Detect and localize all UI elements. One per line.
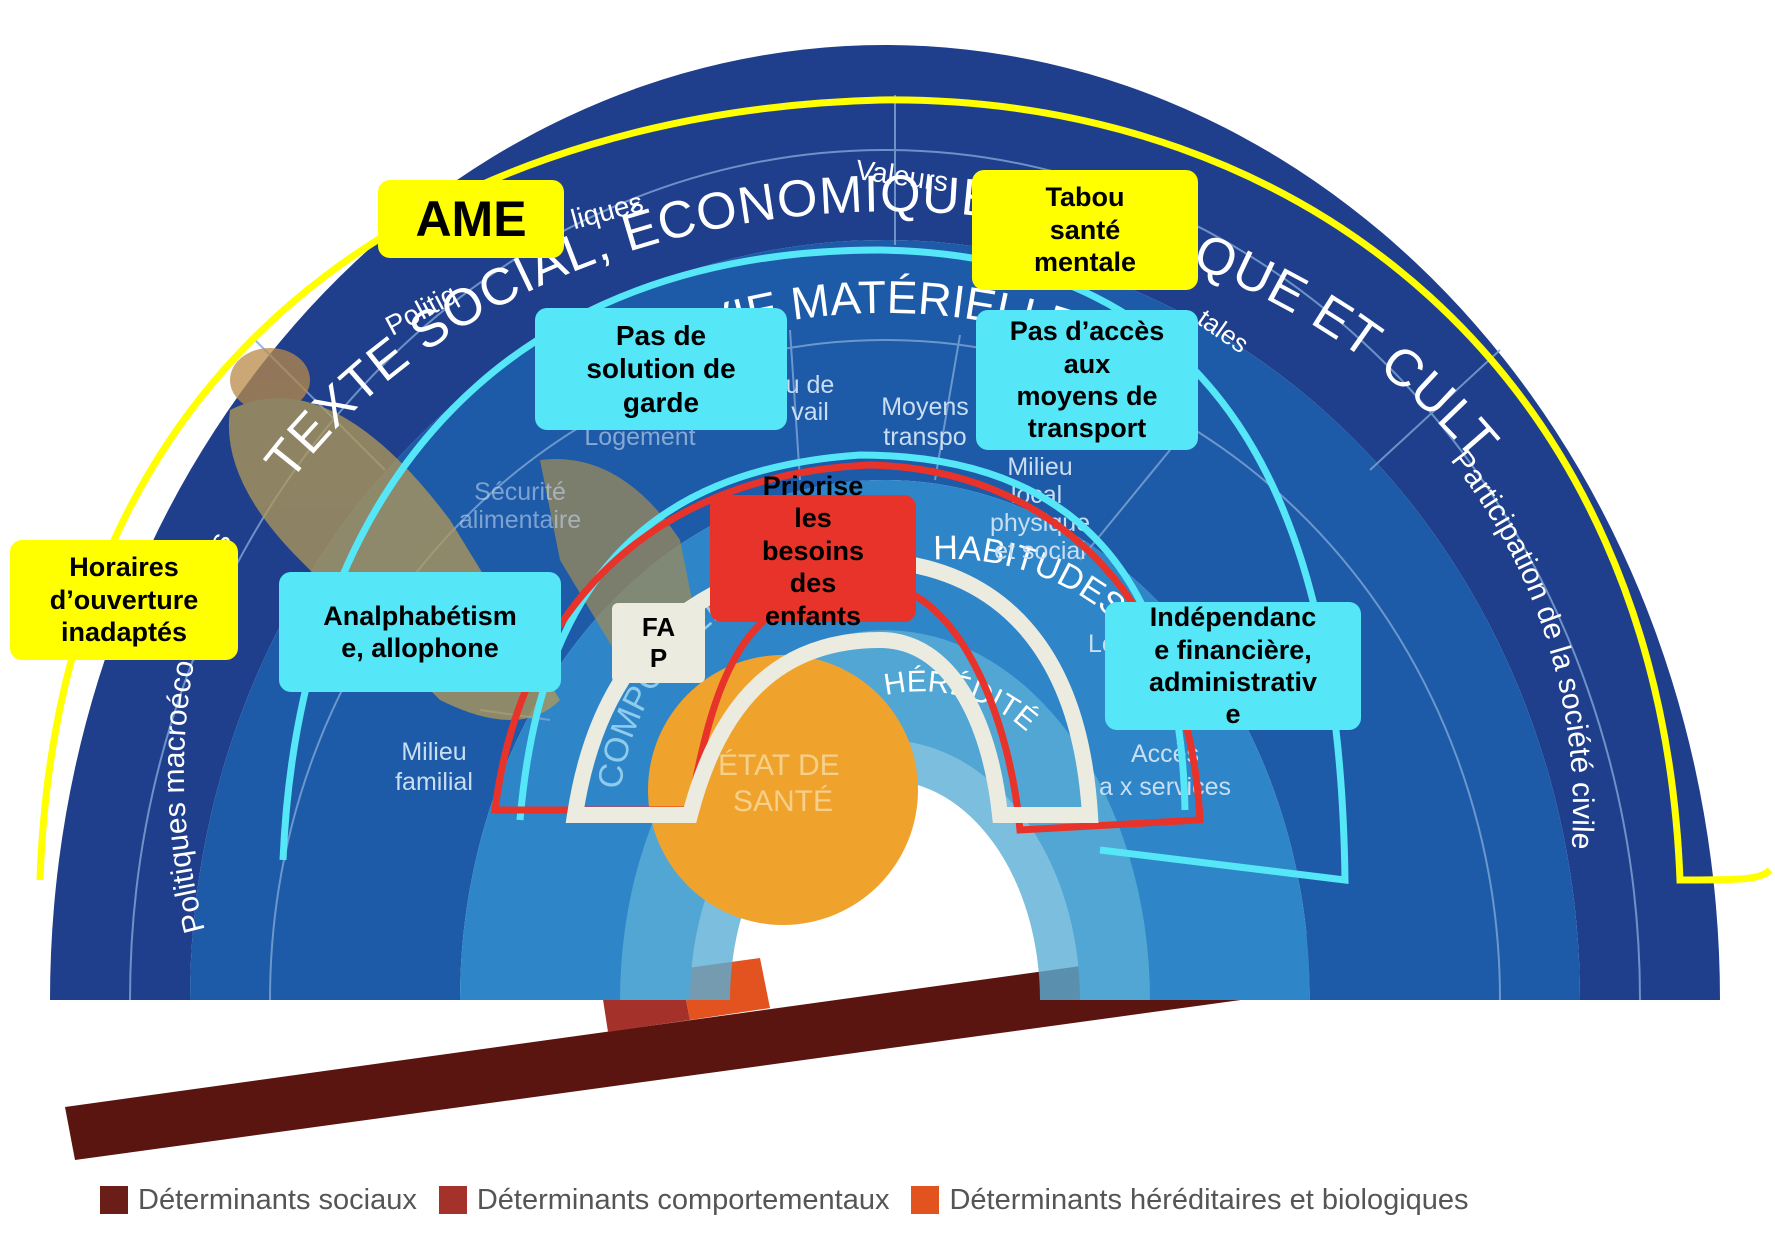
outer-ring (50, 45, 1720, 1000)
yellow-outline (36, 96, 1773, 884)
beige-outline (565, 551, 1099, 823)
priorise-bg (710, 495, 916, 622)
cyan-outline (279, 246, 1349, 884)
legend-swatch (911, 1186, 940, 1214)
legend-item: Déterminants héréditaires et biologiques (911, 1183, 1469, 1217)
legend-label: Déterminants comportementaux (476, 1183, 890, 1216)
callout-priorise: Priorise les besoins des enfants (710, 470, 916, 631)
callout-independance: Indépendanc e financière, administrativ … (1105, 602, 1361, 730)
legend-label: Déterminants sociaux (138, 1183, 417, 1216)
callout-transport: Pas d’accès aux moyens de transport (976, 310, 1198, 450)
callout-fap: FA P (612, 603, 705, 683)
bar-social (65, 930, 1350, 1160)
legend-swatch (438, 1186, 467, 1214)
callout-analphabetisme: Analphabétism e, allophone (279, 572, 561, 692)
legend-swatch (100, 1186, 128, 1214)
callout-ame: AME (378, 180, 564, 258)
middle-ring (190, 240, 1580, 1000)
center-circle (648, 655, 918, 925)
callout-pas-de-garde: Pas de solution de garde (535, 308, 787, 430)
legend-label: Déterminants héréditaires et biologiques (949, 1183, 1469, 1216)
priorise-text: Priorise les besoins des enfants (761, 471, 865, 631)
legend: Déterminants sociaux Déterminants comport… (100, 1180, 1491, 1220)
legend-item: Déterminants comportementaux (438, 1183, 890, 1217)
center-label: ÉTAT DE SANTÉ (718, 749, 848, 818)
callout-tabou-sante-mentale: Tabou santé mentale (972, 170, 1198, 290)
callout-horaires: Horaires d’ouverture inadaptés (10, 540, 238, 660)
legend-item: Déterminants sociaux (100, 1184, 417, 1217)
